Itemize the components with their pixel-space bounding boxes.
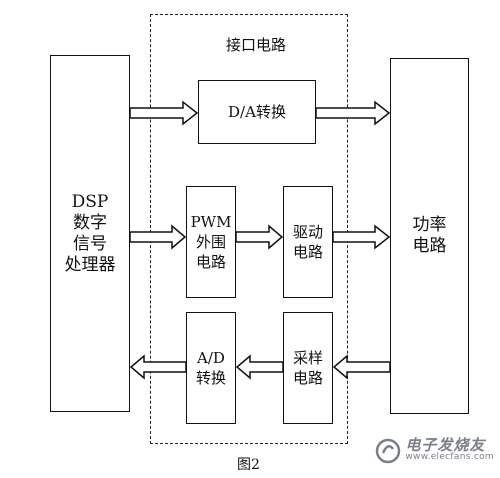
dsp-processor-block: DSP 数字 信号 处理器 [50,55,130,412]
pwm-peripheral-block: PWM 外围 电路 [186,186,236,298]
interface-circuit-title: 接口电路 [226,36,287,54]
power-circuit-block: 功率 电路 [390,58,469,414]
arrow-ad-to-dsp [129,354,187,380]
da-converter-block: D/A转换 [198,80,316,144]
interface-circuit-boundary [150,14,348,444]
arrow-power-to-sample [332,354,391,380]
arrow-pwm-to-drive [235,224,284,250]
figure-caption: 图2 [237,457,260,473]
arrow-sample-to-ad [235,354,284,380]
drive-circuit-block: 驱动 电路 [283,186,333,298]
watermark-brand: 电子发烧友 [405,436,486,454]
sample-circuit-block: 采样 电路 [283,312,333,424]
electronics-logo-icon [376,438,401,464]
arrow-dsp-to-pwm [129,224,187,250]
watermark-logo: 电子发烧友 www.elecfans.com [375,438,494,464]
arrow-drive-to-power [332,224,391,250]
arrow-da-to-power [315,100,391,126]
arrow-dsp-to-da [129,100,199,126]
watermark-site: www.elecfans.com [405,452,494,462]
ad-converter-block: A/D 转换 [186,312,236,424]
